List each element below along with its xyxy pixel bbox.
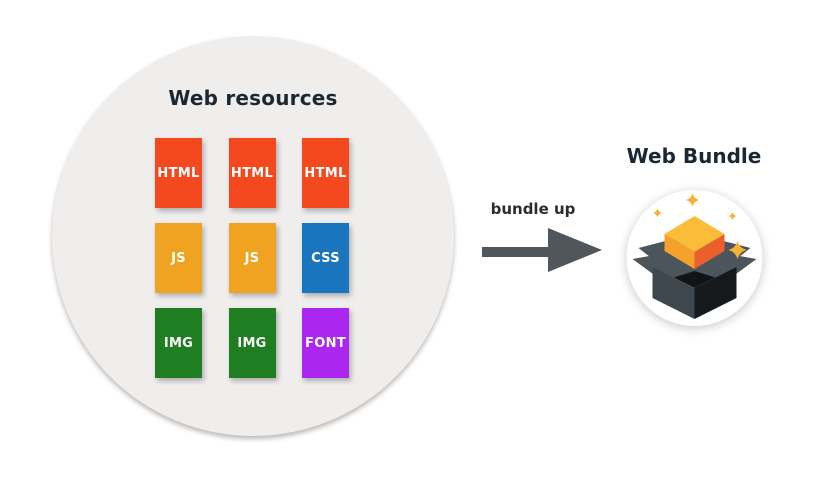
resource-tile-label: JS [171, 250, 186, 266]
resource-tile-html: HTML [155, 138, 202, 208]
resource-tile-label: JS [244, 250, 260, 266]
resource-grid: HTML HTML HTML JS JS CSS IMG IMG FONT [155, 138, 349, 378]
resource-tile-html: HTML [228, 138, 276, 208]
sparkle-icon [653, 208, 662, 218]
resource-tile-label: CSS [311, 250, 340, 266]
resource-tile-html: HTML [302, 138, 349, 208]
resource-tile-label: HTML [230, 165, 274, 181]
box-body-right-face [694, 267, 737, 319]
sparkle-icon [728, 241, 747, 259]
right-arrow-icon [482, 228, 602, 272]
web-resources-circle: Web resources HTML HTML HTML JS JS CSS IMG IMG F… [52, 36, 454, 436]
cube-top-face [664, 216, 725, 252]
resource-tile-label: IMG [237, 335, 267, 351]
arrow-shaft [482, 247, 548, 257]
resource-tile-label: FONT [305, 335, 346, 351]
sparkle-icon [686, 193, 699, 207]
web-bundle-title: Web Bundle [626, 144, 762, 168]
cube-left-face [664, 234, 695, 269]
bundle-up-label: bundle up [490, 200, 576, 218]
cube-right-face [694, 234, 725, 269]
resource-tile-js: JS [228, 223, 276, 293]
resource-tile-js: JS [155, 223, 202, 293]
resource-tile-label: HTML [157, 165, 200, 181]
resource-tile-css: CSS [302, 223, 349, 293]
resource-tile-img: IMG [155, 308, 202, 378]
web-bundle-box-icon [626, 190, 763, 326]
resource-tile-label: HTML [304, 165, 347, 181]
resource-tile-label: IMG [163, 335, 194, 351]
arrow-head [548, 228, 602, 272]
resource-tile-font: FONT [302, 308, 349, 378]
resource-tile-img: IMG [228, 308, 276, 378]
box-body-left-face [652, 267, 695, 319]
web-resources-title: Web resources [168, 86, 338, 110]
sparkle-icon [728, 211, 737, 221]
